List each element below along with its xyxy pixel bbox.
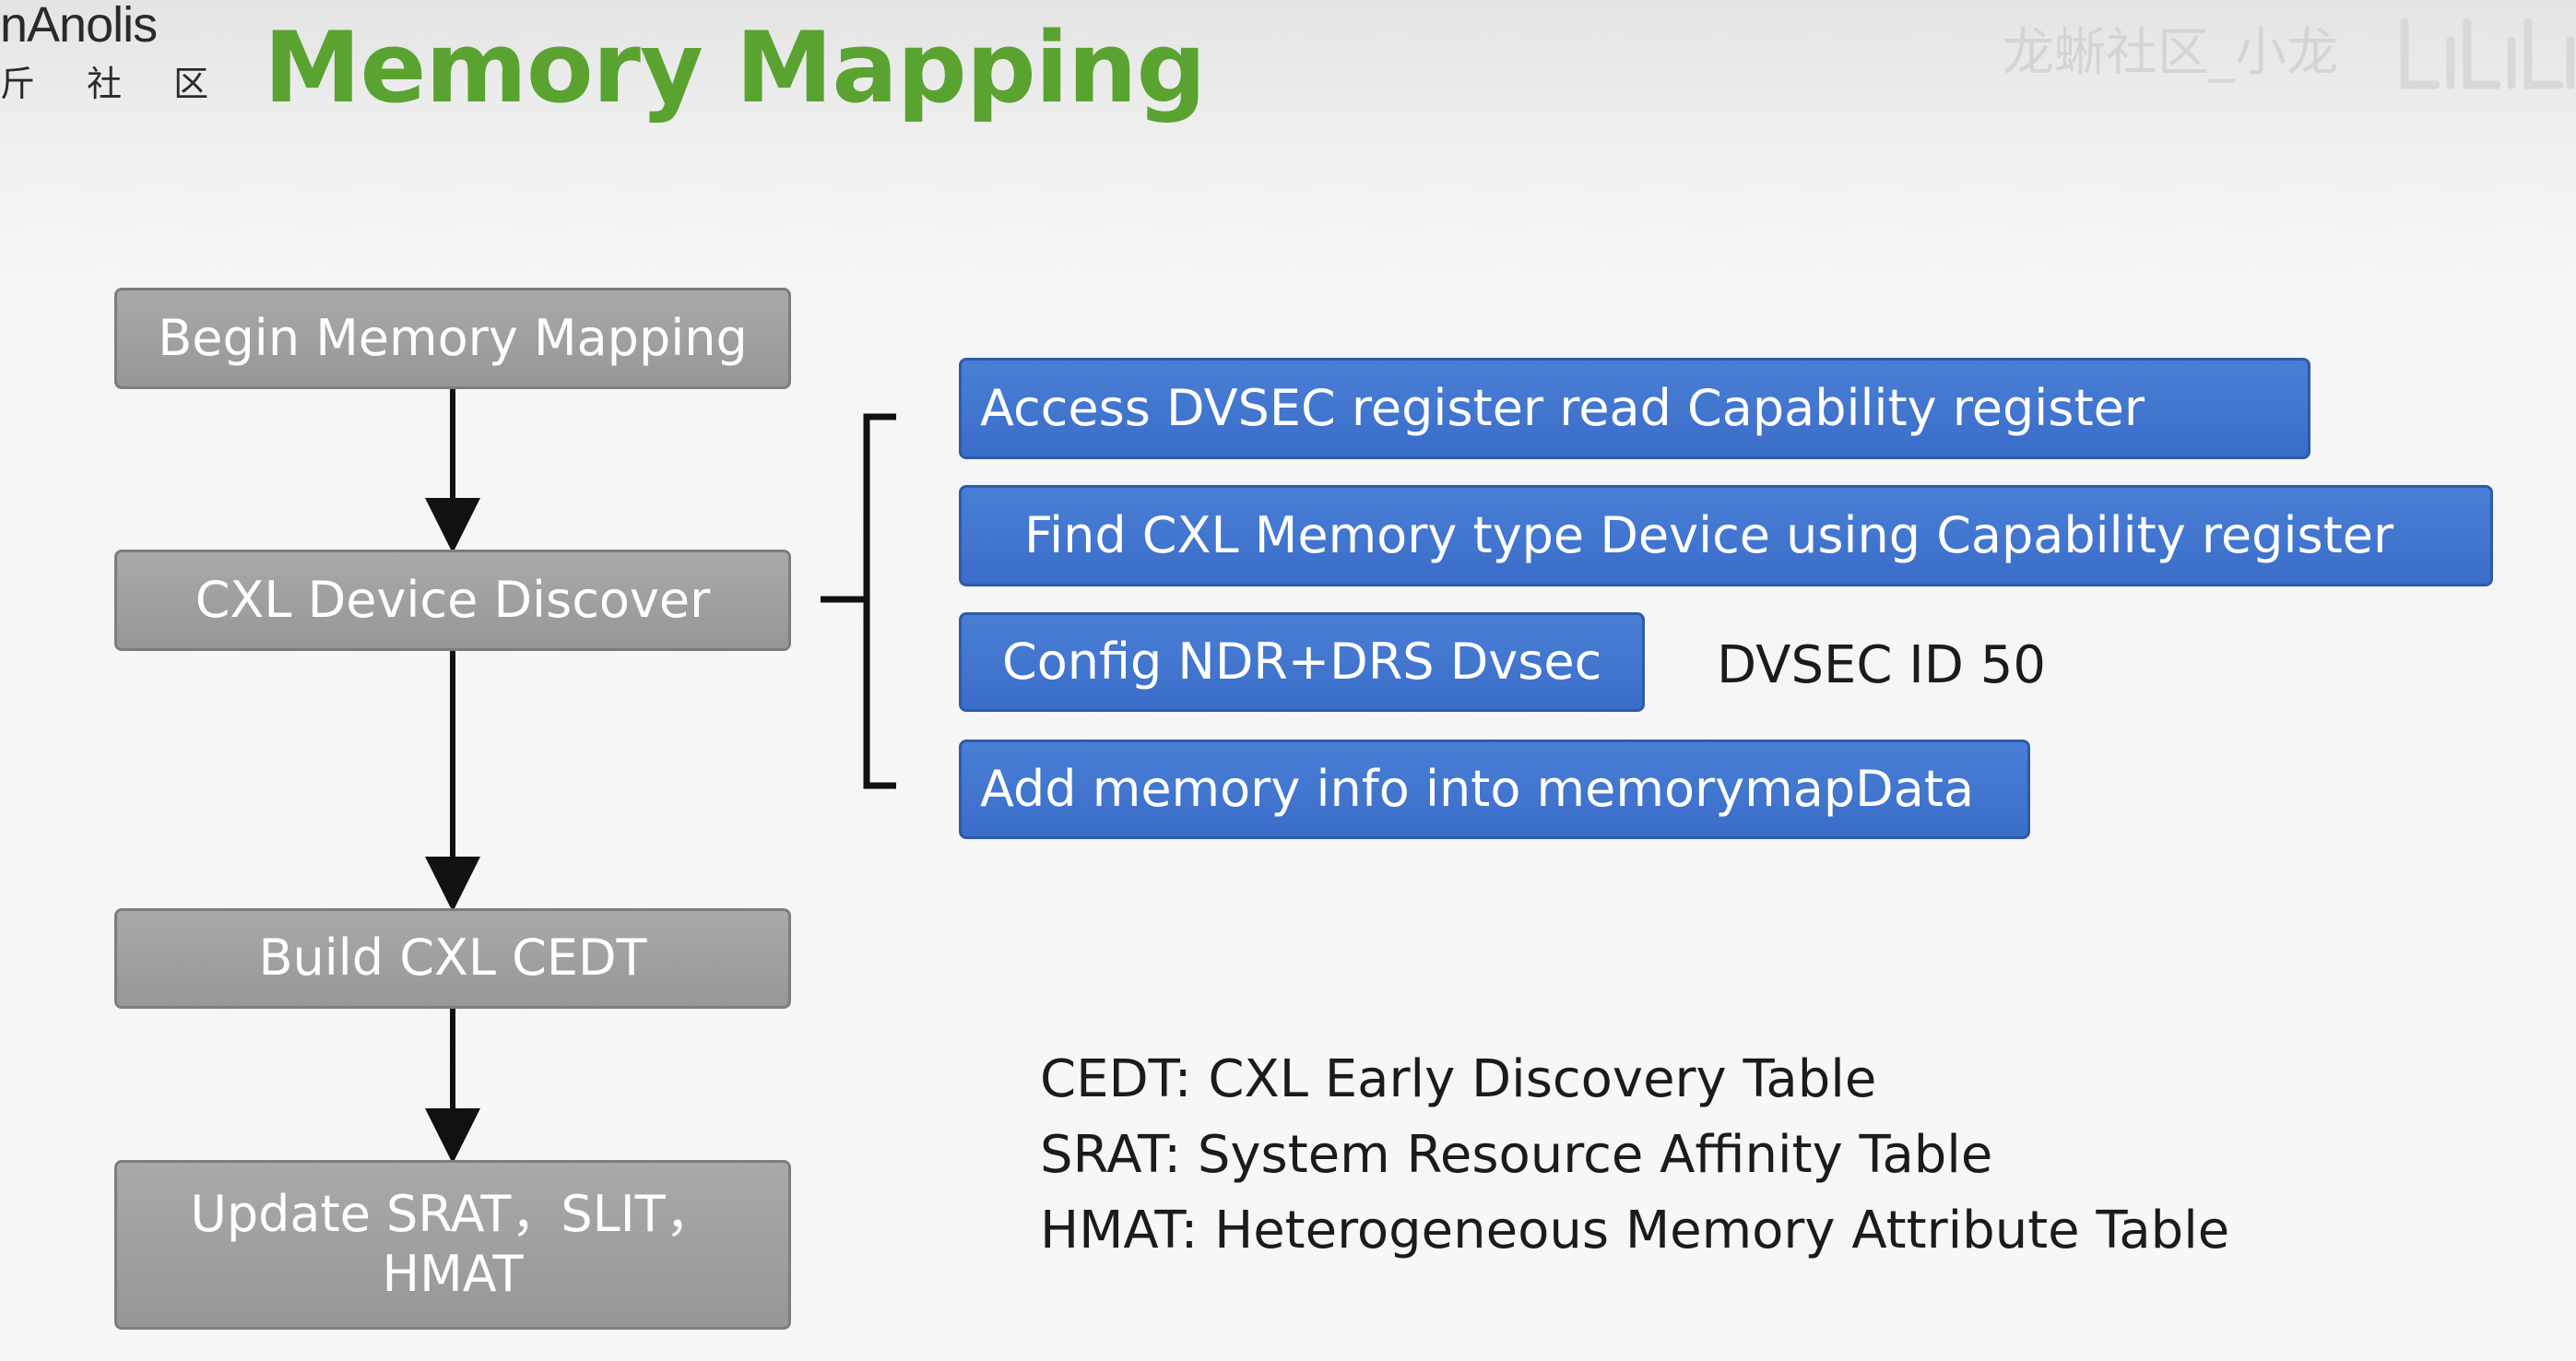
flow-step-update-label-line2: HMAT: [382, 1245, 524, 1303]
acronym-definitions: CEDT: CXL Early Discovery Table SRAT: Sy…: [1040, 1042, 2229, 1269]
logo-subtitle: 斤 社 区: [0, 64, 230, 104]
substep-config-dvsec-label: Config NDR+DRS Dvsec: [1002, 633, 1602, 691]
curly-bracket: [821, 413, 896, 789]
substep-add-memory-info-label: Add memory info into memorymapData: [980, 760, 1975, 818]
logo-text: nAnolis: [0, 0, 158, 53]
substep-config-dvsec: Config NDR+DRS Dvsec: [959, 612, 1645, 712]
bilibili-logo-icon: [2400, 18, 2575, 89]
flow-step-build-cedt: Build CXL CEDT: [114, 908, 791, 1009]
flow-step-update-tables: Update SRAT，SLIT， HMAT: [114, 1160, 791, 1330]
definition-srat: SRAT: System Resource Affinity Table: [1040, 1125, 1993, 1185]
flow-step-discover: CXL Device Discover: [114, 550, 791, 651]
substep-add-memory-info: Add memory info into memorymapData: [959, 740, 2030, 839]
watermark-text: 龙蜥社区_小龙: [2003, 23, 2338, 83]
substep-access-dvsec-label: Access DVSEC register read Capability re…: [980, 379, 2145, 437]
flow-step-update-label-line1: Update SRAT，SLIT，: [190, 1185, 715, 1244]
substep-access-dvsec: Access DVSEC register read Capability re…: [959, 358, 2310, 459]
flow-step-begin-label: Begin Memory Mapping: [158, 308, 748, 367]
definition-hmat: HMAT: Heterogeneous Memory Attribute Tab…: [1040, 1201, 2230, 1260]
flow-step-begin: Begin Memory Mapping: [114, 288, 791, 389]
flow-step-discover-label: CXL Device Discover: [195, 570, 711, 629]
dvsec-id-note: DVSEC ID 50: [1717, 635, 2046, 695]
definition-cedt: CEDT: CXL Early Discovery Table: [1040, 1049, 1877, 1109]
flow-step-build-cedt-label: Build CXL CEDT: [258, 929, 647, 988]
slide-title: Memory Mapping: [264, 11, 1206, 124]
substep-find-cxl-device: Find CXL Memory type Device using Capabi…: [959, 485, 2493, 586]
substep-find-cxl-device-label: Find CXL Memory type Device using Capabi…: [1024, 506, 2394, 564]
